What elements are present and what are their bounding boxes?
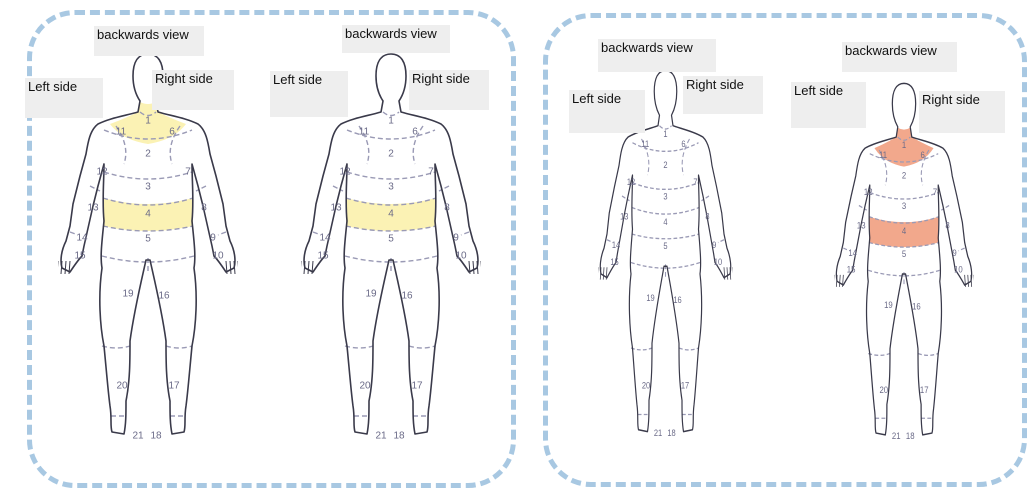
region-number-13: 13	[857, 220, 866, 231]
backwards-view-label: backwards view	[342, 25, 450, 53]
region-number-12: 12	[339, 167, 351, 178]
region-number-16: 16	[673, 294, 682, 305]
region-number-14: 14	[848, 247, 857, 258]
region-number-2: 2	[902, 170, 907, 181]
region-number-17: 17	[681, 380, 690, 391]
region-number-5: 5	[388, 234, 394, 245]
region-number-4: 4	[663, 216, 667, 227]
region-number-18: 18	[906, 431, 915, 442]
left-side-label: Left side	[791, 82, 866, 128]
region-number-19: 19	[884, 299, 893, 310]
region-number-13: 13	[620, 211, 629, 222]
region-number-12: 12	[864, 186, 873, 197]
region-number-19: 19	[122, 289, 134, 300]
region-number-10: 10	[714, 256, 723, 267]
region-number-4: 4	[388, 209, 394, 220]
region-number-3: 3	[902, 200, 907, 211]
region-number-3: 3	[388, 182, 394, 193]
region-number-21: 21	[654, 427, 663, 438]
region-number-1: 1	[145, 116, 151, 127]
region-number-1: 1	[388, 116, 394, 127]
region-number-6: 6	[412, 127, 418, 138]
region-number-6: 6	[921, 149, 926, 160]
right-side-label: Right side	[409, 70, 489, 110]
region-number-5: 5	[902, 248, 907, 259]
region-number-10: 10	[954, 264, 963, 275]
region-number-10: 10	[212, 251, 224, 262]
region-number-17: 17	[920, 384, 929, 395]
backwards-view-label: backwards view	[94, 26, 204, 56]
region-number-15: 15	[74, 251, 86, 262]
region-number-20: 20	[359, 381, 371, 392]
region-number-18: 18	[393, 431, 405, 442]
region-number-11: 11	[116, 127, 127, 138]
right-side-label: Right side	[683, 76, 763, 114]
region-number-20: 20	[116, 381, 128, 392]
region-number-17: 17	[168, 381, 180, 392]
region-number-15: 15	[610, 256, 619, 267]
region-number-8: 8	[945, 220, 950, 231]
region-number-21: 21	[132, 431, 144, 442]
region-number-17: 17	[411, 381, 423, 392]
region-number-6: 6	[169, 127, 175, 138]
region-number-4: 4	[902, 225, 907, 236]
region-number-9: 9	[453, 233, 459, 244]
region-number-3: 3	[663, 191, 667, 202]
region-number-19: 19	[365, 289, 377, 300]
region-number-1: 1	[902, 139, 907, 150]
region-number-7: 7	[185, 167, 191, 178]
left-side-label: Left side	[569, 90, 645, 133]
region-number-14: 14	[76, 233, 88, 244]
region-number-6: 6	[681, 138, 685, 149]
region-number-7: 7	[428, 167, 434, 178]
region-number-11: 11	[359, 127, 370, 138]
backwards-view-label: backwards view	[598, 39, 716, 72]
region-number-21: 21	[375, 431, 387, 442]
region-number-18: 18	[150, 431, 162, 442]
region-number-12: 12	[627, 176, 636, 187]
region-number-8: 8	[201, 203, 207, 214]
region-number-15: 15	[317, 251, 329, 262]
region-number-9: 9	[210, 233, 216, 244]
region-number-11: 11	[641, 138, 649, 149]
region-number-13: 13	[330, 203, 342, 214]
left-side-label: Left side	[25, 78, 103, 118]
left-side-label: Left side	[270, 71, 348, 117]
region-number-10: 10	[455, 251, 467, 262]
region-number-8: 8	[705, 211, 709, 222]
right-side-label: Right side	[919, 91, 1005, 133]
region-number-18: 18	[667, 427, 676, 438]
region-number-5: 5	[663, 240, 667, 251]
region-number-5: 5	[145, 234, 151, 245]
region-number-7: 7	[693, 176, 697, 187]
region-number-15: 15	[847, 264, 856, 275]
region-number-11: 11	[879, 149, 887, 160]
region-number-2: 2	[145, 149, 151, 160]
region-number-21: 21	[892, 431, 901, 442]
region-number-16: 16	[401, 291, 413, 302]
region-number-2: 2	[663, 159, 667, 170]
region-number-14: 14	[612, 239, 621, 250]
region-number-16: 16	[912, 301, 921, 312]
region-number-7: 7	[933, 186, 938, 197]
region-number-8: 8	[444, 203, 450, 214]
region-number-1: 1	[663, 128, 667, 139]
region-number-14: 14	[319, 233, 331, 244]
region-number-20: 20	[642, 380, 651, 391]
region-number-20: 20	[879, 384, 888, 395]
region-number-9: 9	[952, 247, 957, 258]
region-number-16: 16	[158, 291, 170, 302]
region-number-19: 19	[646, 292, 655, 303]
region-number-13: 13	[87, 203, 99, 214]
region-number-2: 2	[388, 149, 394, 160]
right-side-label: Right side	[152, 70, 234, 110]
region-number-3: 3	[145, 182, 151, 193]
region-number-4: 4	[145, 209, 151, 220]
region-number-9: 9	[712, 239, 716, 250]
backwards-view-label: backwards view	[842, 42, 957, 72]
region-number-12: 12	[96, 167, 108, 178]
